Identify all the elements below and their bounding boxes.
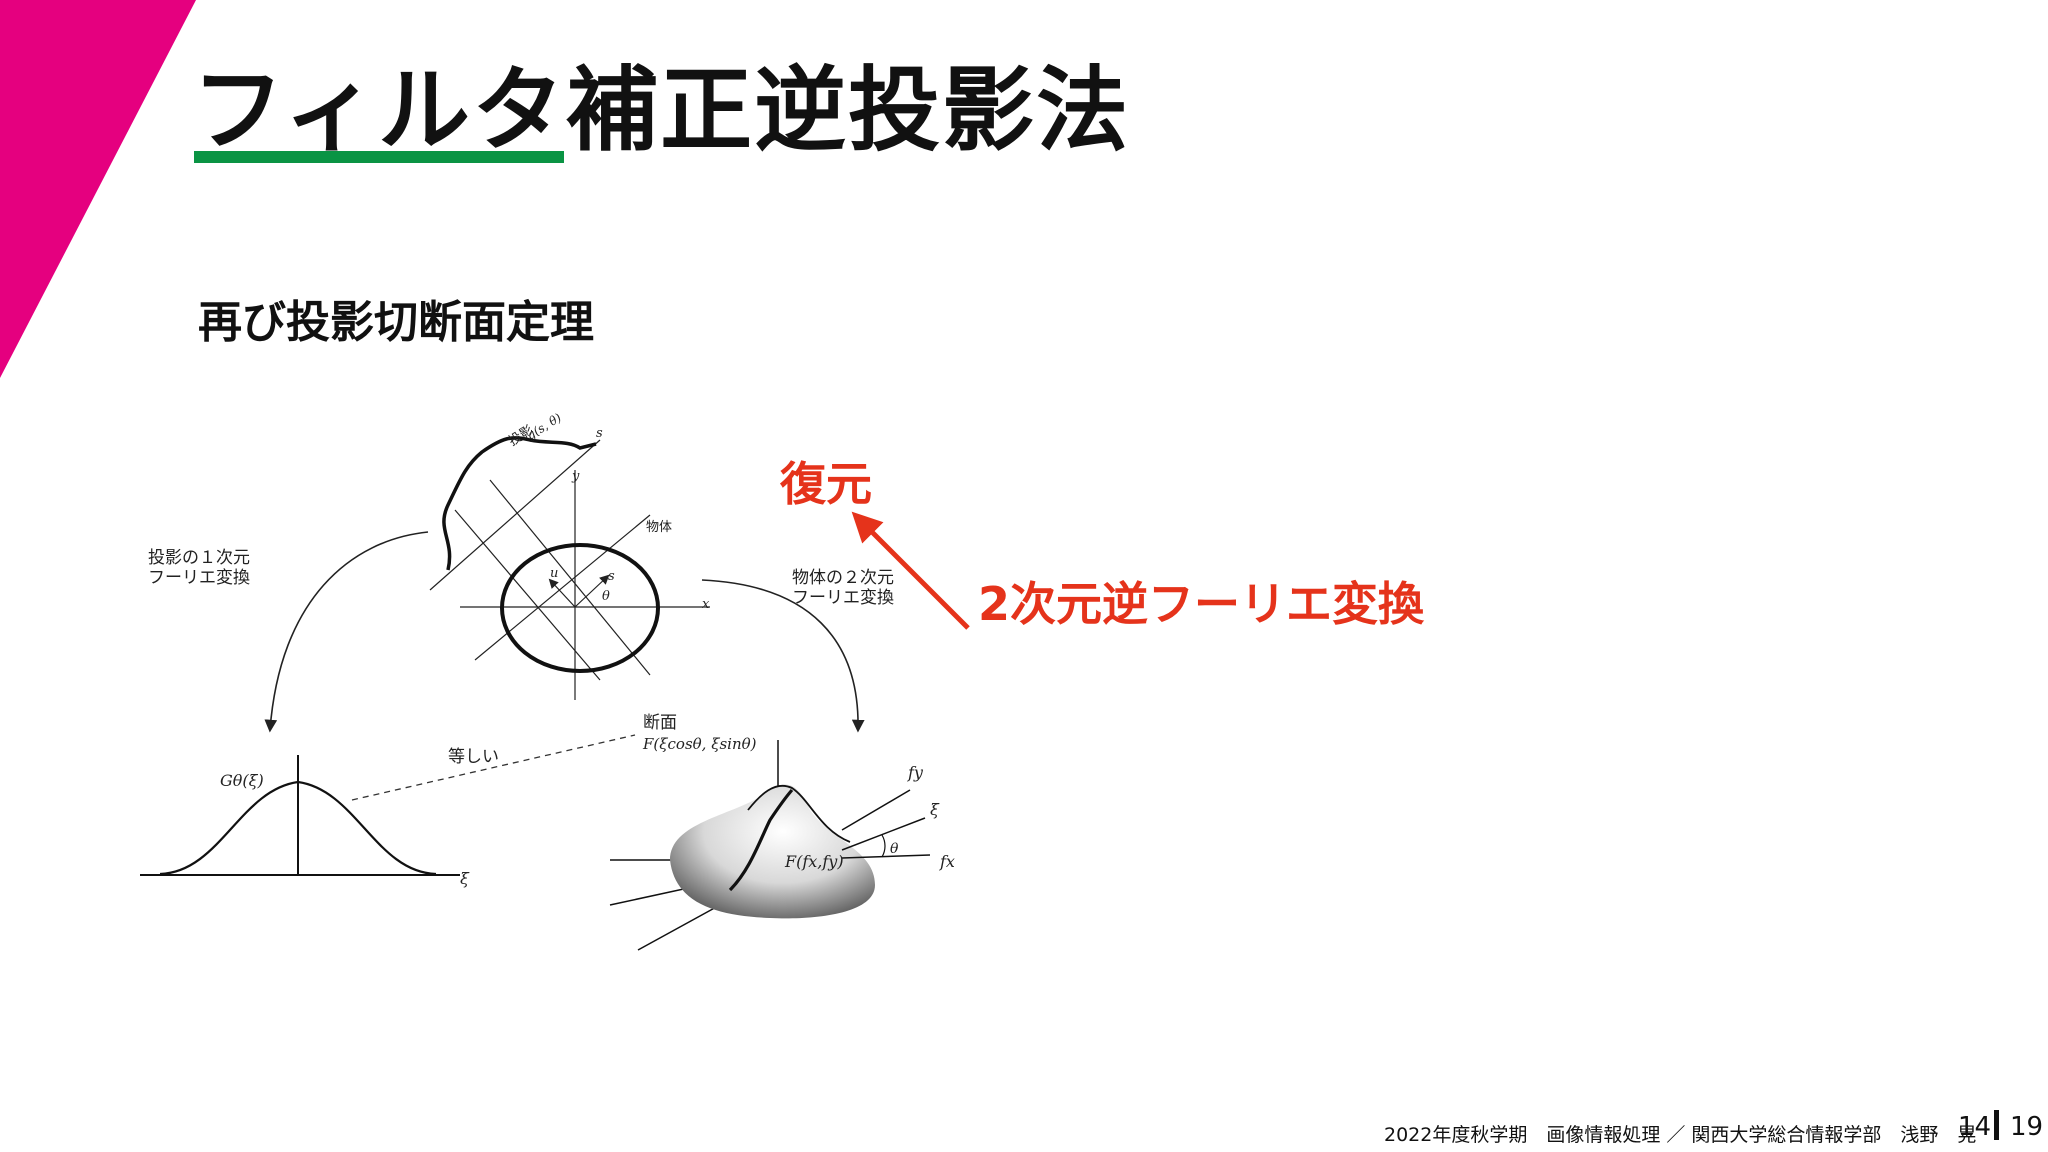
fourier-surface-plot: fy ξ fx θ F(fx,fy) <box>609 740 955 951</box>
surface-function-label: F(fx,fy) <box>784 852 844 871</box>
object-label: 物体 <box>646 520 672 535</box>
left-transform-line1: 投影の１次元 <box>148 548 250 568</box>
fy-axis-label: fy <box>907 763 924 782</box>
xi-axis-label-left: ξ <box>460 869 470 888</box>
axis-x-label: x <box>702 597 710 612</box>
right-transform-line2: フーリエ変換 <box>792 588 894 608</box>
page-total: 19 <box>2010 1112 2044 1142</box>
gaussian-plot: Gθ(ξ) ξ <box>140 755 470 888</box>
footer-credit: 2022年度秋学期 画像情報処理 ／ 関西大学総合情報学部 浅野 晃 <box>1384 1124 1977 1146</box>
title-underline <box>194 151 564 163</box>
restore-label: 復元 <box>780 457 872 511</box>
axis-u-label: u <box>550 566 558 581</box>
angle-label: θ <box>602 589 610 604</box>
object-contour <box>500 543 660 673</box>
page-number: 14 <box>1958 1112 1992 1142</box>
axis-y-label: y <box>571 469 580 484</box>
equal-label: 等しい <box>448 747 499 767</box>
projection-curve <box>442 436 597 571</box>
surface-angle-label: θ <box>890 841 899 857</box>
axis-s-label: s <box>608 569 615 584</box>
gaussian-function-label: Gθ(ξ) <box>220 771 264 790</box>
projection-slice-diagram: y x s s u θ 物体 投影 g(s, θ) 投影の１次元 フーリエ変換 … <box>140 410 955 951</box>
equal-dashed-line <box>351 734 636 801</box>
section-label: 断面 <box>643 713 677 733</box>
left-transform-line2: フーリエ変換 <box>148 568 250 588</box>
slide-title: フィルタ補正逆投影法 <box>192 57 1131 164</box>
inverse-transform-label: 2次元逆フーリエ変換 <box>978 577 1425 631</box>
restore-arrow <box>851 511 970 630</box>
left-transform-arrow <box>264 531 429 733</box>
axis-s-top-label: s <box>596 426 603 441</box>
corner-accent-shape <box>0 0 196 378</box>
slide-subtitle: 再び投影切断面定理 <box>198 297 594 348</box>
fx-axis-label: fx <box>939 852 955 871</box>
object-diagram: y x s s u θ 物体 投影 g(s, θ) <box>429 410 710 700</box>
projection-function: g(s, θ) <box>524 410 564 442</box>
page-separator <box>1994 1110 1999 1140</box>
right-transform-line1: 物体の２次元 <box>792 568 894 588</box>
xi-axis-label-right: ξ <box>930 800 940 819</box>
section-function-label: F(ξcosθ, ξsinθ) <box>642 735 757 753</box>
right-transform-arrow <box>701 579 865 733</box>
